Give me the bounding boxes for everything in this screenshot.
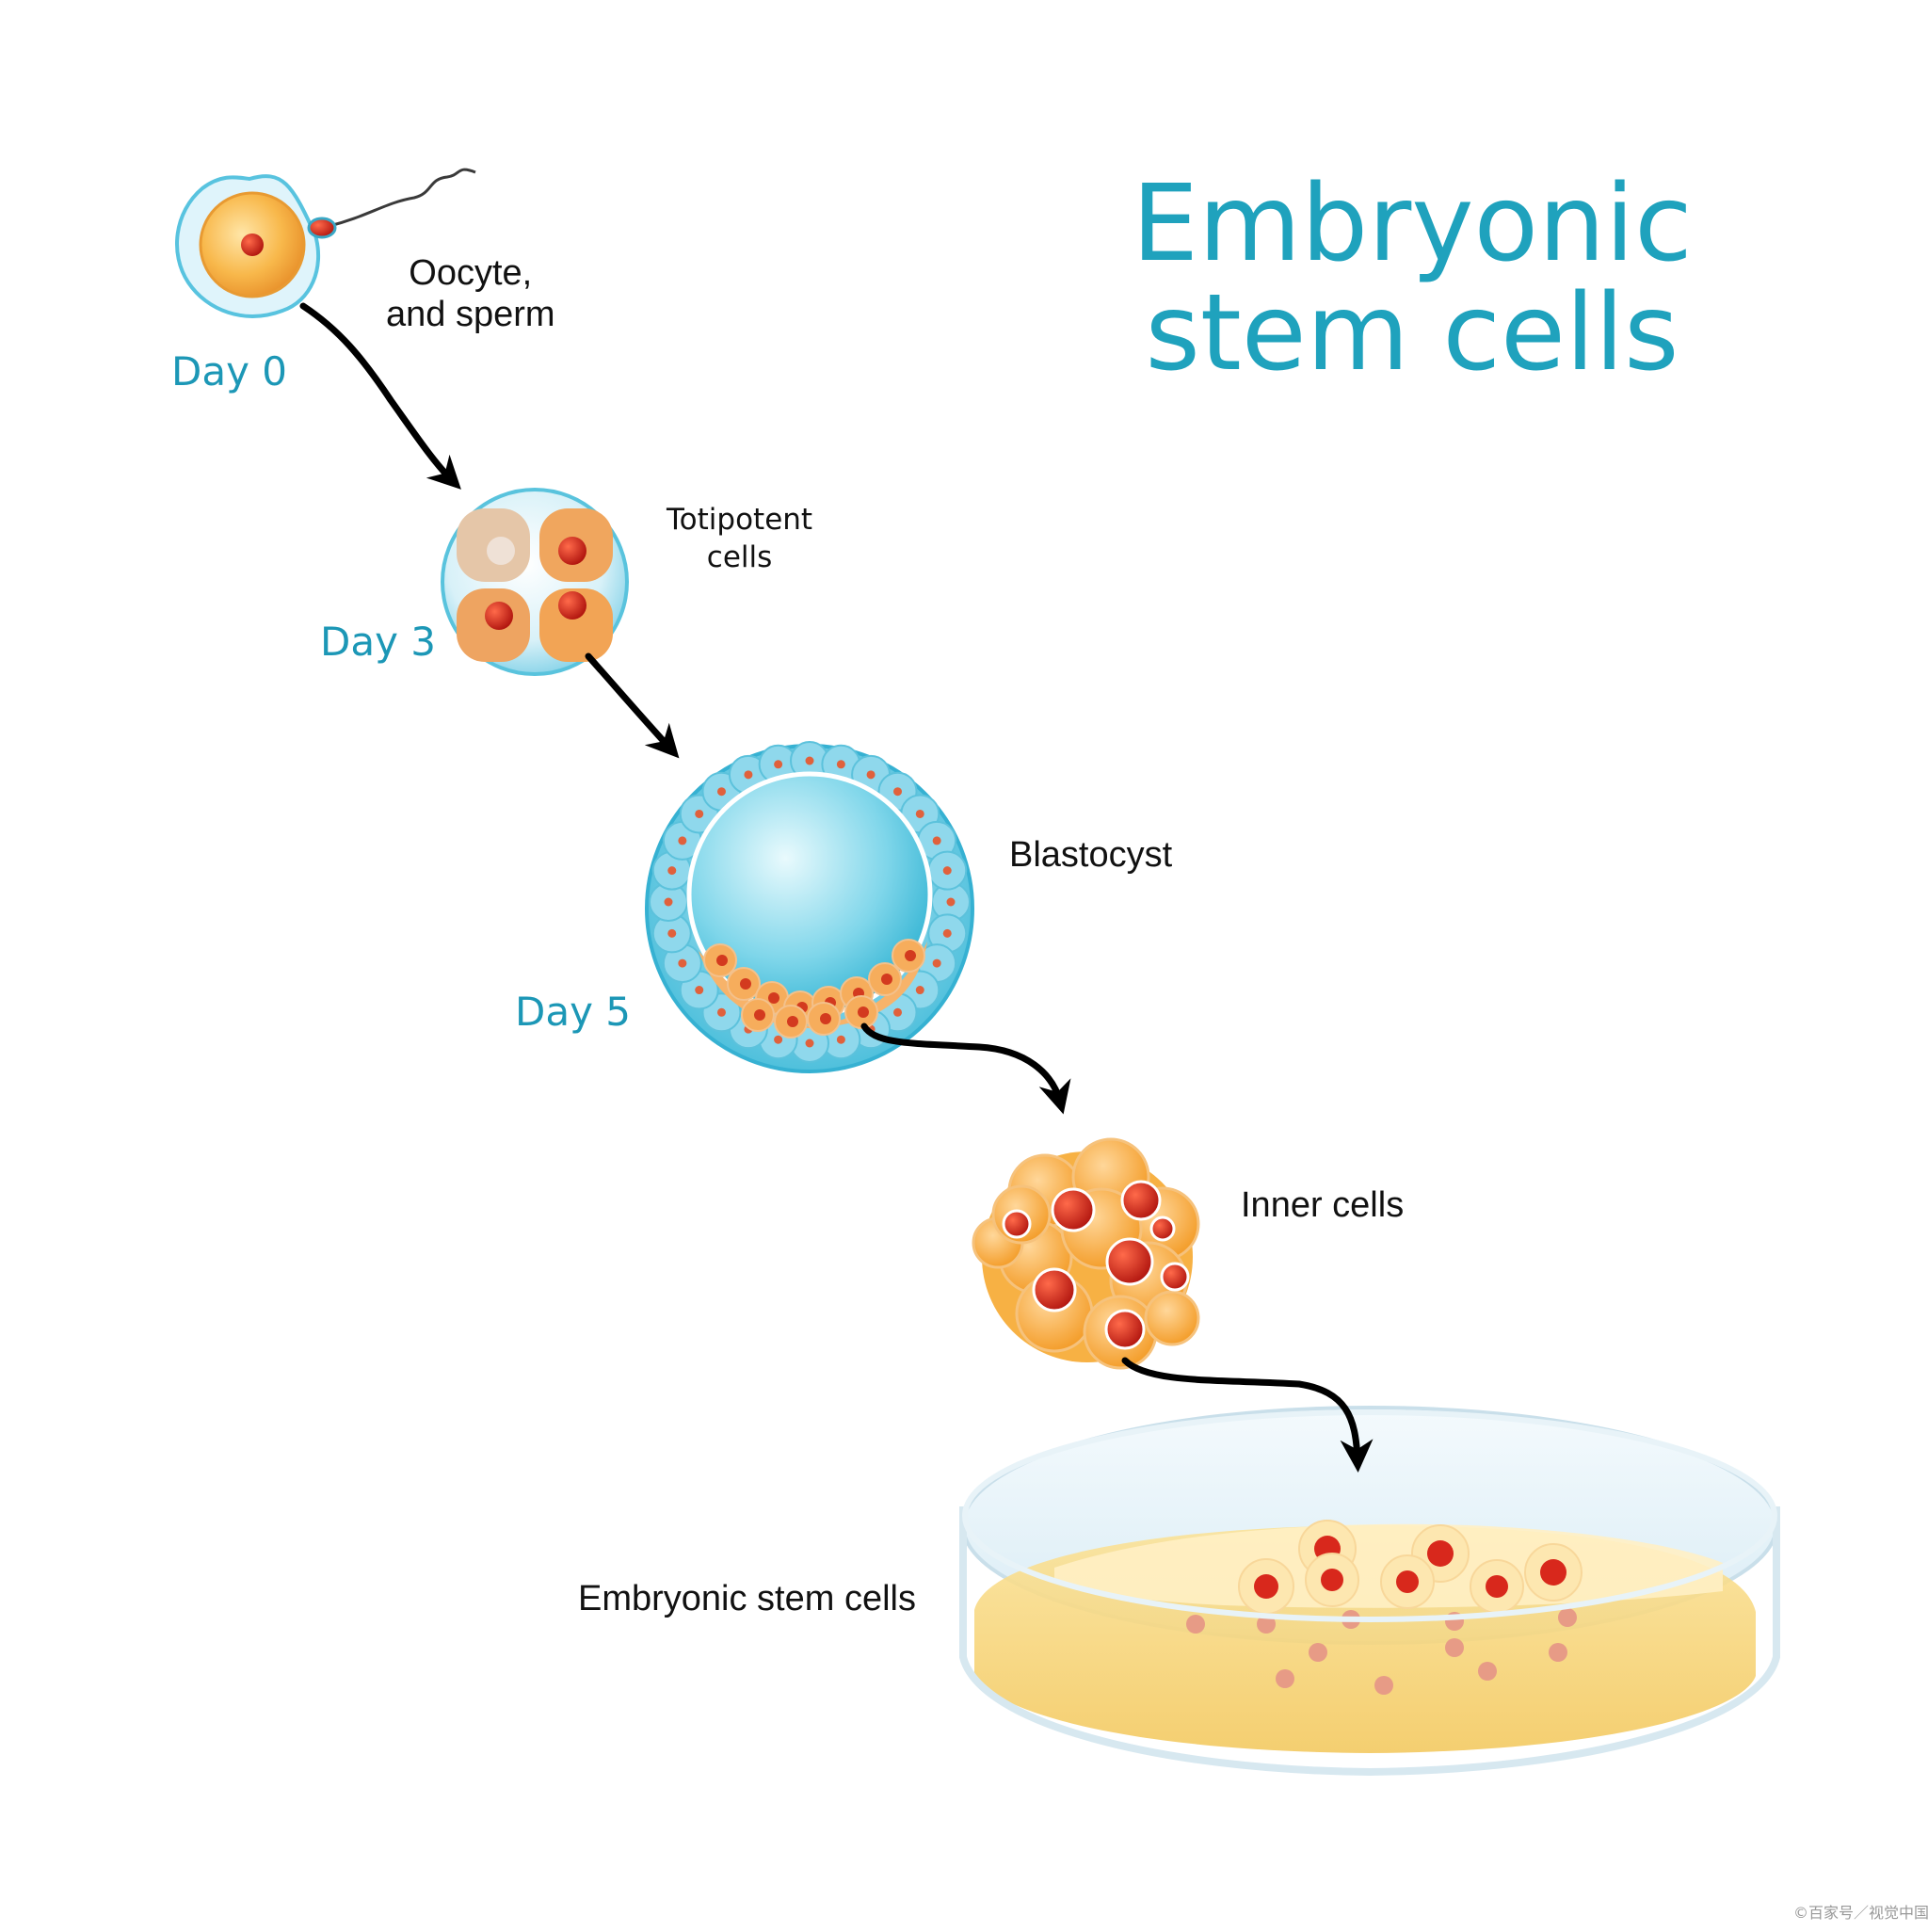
day-3-label: Day 3: [320, 619, 437, 665]
dish-cell-nucleus: [1374, 1676, 1393, 1695]
dish-cell-nucleus: [1254, 1574, 1278, 1599]
inner-mass-nucleus: [820, 1013, 831, 1024]
trophoblast-nucleus: [716, 787, 726, 797]
title-line-1: Embryonic: [1132, 163, 1693, 285]
title-line-2: stem cells: [1145, 272, 1679, 394]
dish-cell-nucleus: [1478, 1662, 1497, 1681]
dish-cell-nucleus: [1276, 1669, 1294, 1688]
arrow-inner-to-dish: [1121, 1357, 1374, 1473]
inner-mass-nucleus: [740, 978, 751, 990]
trophoblast-nucleus: [932, 958, 941, 968]
trophoblast-nucleus: [942, 928, 952, 938]
inner-cell-nucleus: [1105, 1237, 1154, 1286]
trophoblast-nucleus: [836, 760, 845, 769]
dish-cell-nucleus: [1186, 1615, 1205, 1634]
trophoblast-nucleus: [667, 928, 677, 938]
dish-cell-nucleus: [1309, 1643, 1327, 1662]
dish-cell-nucleus: [1257, 1615, 1276, 1634]
totipotent-cells-illustration: [441, 488, 629, 676]
trophoblast-nucleus: [695, 809, 704, 818]
watermark: ©百家号／视觉中国: [1793, 1904, 1928, 1922]
inner-mass-nucleus: [905, 950, 916, 961]
inner-cell-nucleus: [1051, 1187, 1096, 1232]
trophoblast-nucleus: [836, 1035, 845, 1044]
trophoblast-nucleus: [744, 770, 753, 780]
embryonic-stem-cells-label: Embryonic stem cells: [578, 1579, 916, 1618]
trophoblast-nucleus: [915, 809, 924, 818]
trophoblast-nucleus: [893, 787, 903, 797]
trophoblast-nucleus: [805, 756, 814, 765]
arrow-day3-to-day5: [585, 652, 680, 759]
trophoblast-nucleus: [695, 986, 704, 995]
inner-mass-nucleus: [881, 974, 892, 985]
inner-cell-nucleus: [1149, 1216, 1176, 1242]
trophoblast-nucleus: [893, 1007, 903, 1017]
inner-cell-nucleus: [1104, 1309, 1146, 1350]
trophoblast-nucleus: [932, 836, 941, 845]
dish-cell-nucleus: [1321, 1569, 1343, 1591]
inner-cell: [1144, 1290, 1200, 1346]
trophoblast-nucleus: [678, 958, 687, 968]
inner-mass-nucleus: [787, 1016, 798, 1027]
inner-mass-nucleus: [716, 955, 728, 966]
arrows: [299, 302, 1374, 1473]
sperm-tail: [329, 168, 476, 228]
day-0-label: Day 0: [171, 348, 288, 394]
trophoblast-nucleus: [866, 770, 876, 780]
trophoblast-nucleus: [915, 986, 924, 995]
inner-cell-nucleus: [1160, 1262, 1190, 1292]
trophoblast-nucleus: [774, 1035, 783, 1044]
inner-mass-nucleus: [768, 992, 779, 1004]
oocyte-label-line-2: and sperm: [386, 295, 555, 334]
oocyte-label: Oocyte, and sperm: [386, 252, 555, 335]
day-5-label: Day 5: [515, 989, 632, 1035]
inner-cell-nucleus: [1032, 1267, 1077, 1312]
oocyte-and-sperm-illustration: [175, 168, 476, 318]
trophoblast-nucleus: [946, 897, 956, 907]
inner-cell-nucleus: [1002, 1209, 1032, 1239]
trophoblast-nucleus: [678, 836, 687, 845]
oocyte-label-line-1: Oocyte,: [409, 253, 533, 293]
blastocyst-label: Blastocyst: [1009, 835, 1173, 875]
arrow-day5-to-inner: [860, 1022, 1071, 1115]
dish-cell-nucleus: [1549, 1643, 1567, 1662]
dish-cell-nucleus: [1445, 1638, 1464, 1657]
dish-cell-nucleus: [1540, 1559, 1566, 1586]
totipotent-label: Totipotent cells: [667, 501, 812, 576]
trophoblast-nucleus: [942, 866, 952, 876]
totipotent-label-line-2: cells: [706, 540, 773, 574]
blastocyst-illustration: [645, 741, 974, 1073]
trophoblast-nucleus: [667, 866, 677, 876]
trophoblast-nucleus: [716, 1007, 726, 1017]
inner-mass-nucleus: [754, 1009, 765, 1021]
trophoblast-nucleus: [664, 897, 673, 907]
inner-cells-label: Inner cells: [1241, 1185, 1405, 1225]
trophoblast-nucleus: [774, 760, 783, 769]
dish-cell-nucleus: [1558, 1608, 1577, 1627]
dish-cell-nucleus: [1396, 1570, 1419, 1593]
dish-cell-nucleus: [1486, 1575, 1508, 1598]
arrow-day0-to-day3: [299, 302, 461, 490]
trophoblast-nucleus: [805, 1038, 814, 1048]
totipotent-label-line-1: Totipotent: [667, 503, 813, 537]
inner-mass-nucleus: [858, 1006, 869, 1018]
main-title: Embryonic stem cells: [1083, 169, 1742, 388]
dish-cell-nucleus: [1427, 1540, 1454, 1567]
inner-cell-nucleus: [1120, 1180, 1162, 1221]
petri-dish-illustration: [959, 1406, 1780, 1777]
inner-cells-illustration: [972, 1137, 1200, 1370]
